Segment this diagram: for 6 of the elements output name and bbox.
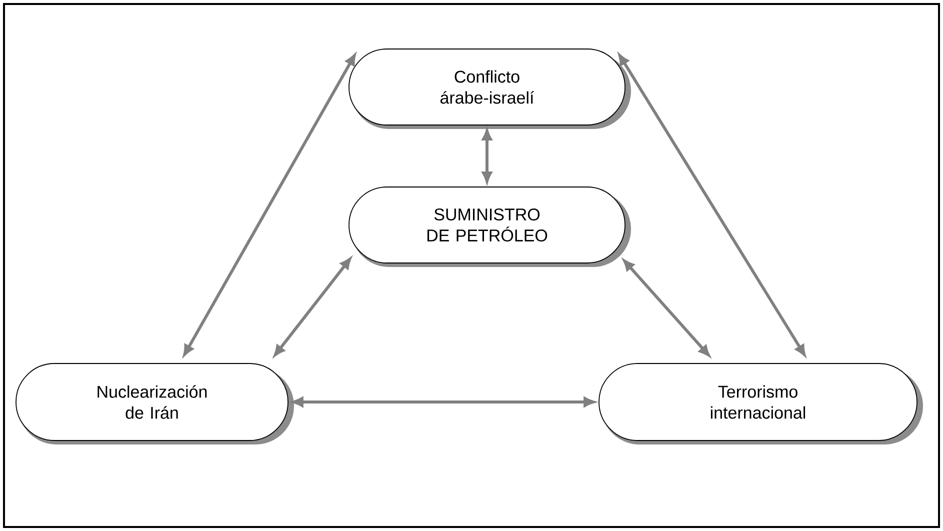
- rounded-box: Nuclearización de Irán: [16, 363, 294, 444]
- rounded-box: Conflicto árabe-israelí: [348, 48, 631, 129]
- rounded-box: Terrorismo internacional: [598, 363, 923, 444]
- rounded-box: SUMINISTRO DE PETRÓLEO: [348, 186, 631, 267]
- arrow: [623, 260, 710, 356]
- arrow: [618, 54, 806, 356]
